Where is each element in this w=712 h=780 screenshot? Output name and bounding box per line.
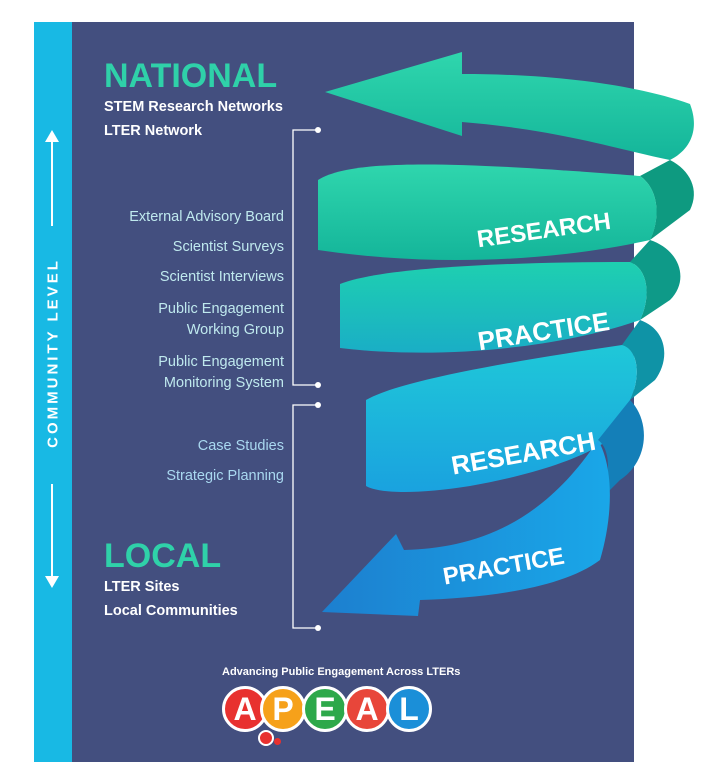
bracket-dot xyxy=(315,127,321,133)
top-arrow-band xyxy=(325,52,694,160)
activity-item: Public Engagement Working Group xyxy=(158,301,284,338)
bracket-dot xyxy=(315,625,321,631)
national-title: NATIONAL xyxy=(104,57,278,95)
apeal-tagline: Advancing Public Engagement Across LTERs xyxy=(222,666,461,678)
national-item: STEM Research Networks xyxy=(104,99,283,115)
local-item: LTER Sites xyxy=(104,579,180,595)
activity-item: Strategic Planning xyxy=(166,468,284,484)
band-research-2 xyxy=(366,345,637,492)
activity-item: External Advisory Board xyxy=(129,209,284,225)
logo-letter: P xyxy=(260,686,306,732)
logo-letter: A xyxy=(344,686,390,732)
activity-item: Public Engagement Monitoring System xyxy=(158,354,284,391)
activity-item: Scientist Surveys xyxy=(172,239,284,255)
bracket-dot xyxy=(315,402,321,408)
logo-letter: L xyxy=(386,686,432,732)
apeal-logo: A P E A L xyxy=(222,686,432,748)
local-item: Local Communities xyxy=(104,603,238,619)
band-practice-1 xyxy=(340,262,647,353)
logo-dot xyxy=(274,738,281,745)
band-research-1 xyxy=(318,164,657,261)
logo-dot xyxy=(258,730,274,746)
arrow-down-icon xyxy=(45,484,59,588)
activity-item: Case Studies xyxy=(197,438,284,454)
lower-bracket xyxy=(292,404,318,629)
activity-item: Scientist Interviews xyxy=(159,269,284,285)
logo-letter: E xyxy=(302,686,348,732)
upper-bracket xyxy=(292,129,318,386)
arrow-up-icon xyxy=(45,130,59,226)
national-item: LTER Network xyxy=(104,123,203,139)
bottom-arrow-band xyxy=(322,440,610,616)
bracket-dot xyxy=(315,382,321,388)
local-title: LOCAL xyxy=(104,537,222,575)
